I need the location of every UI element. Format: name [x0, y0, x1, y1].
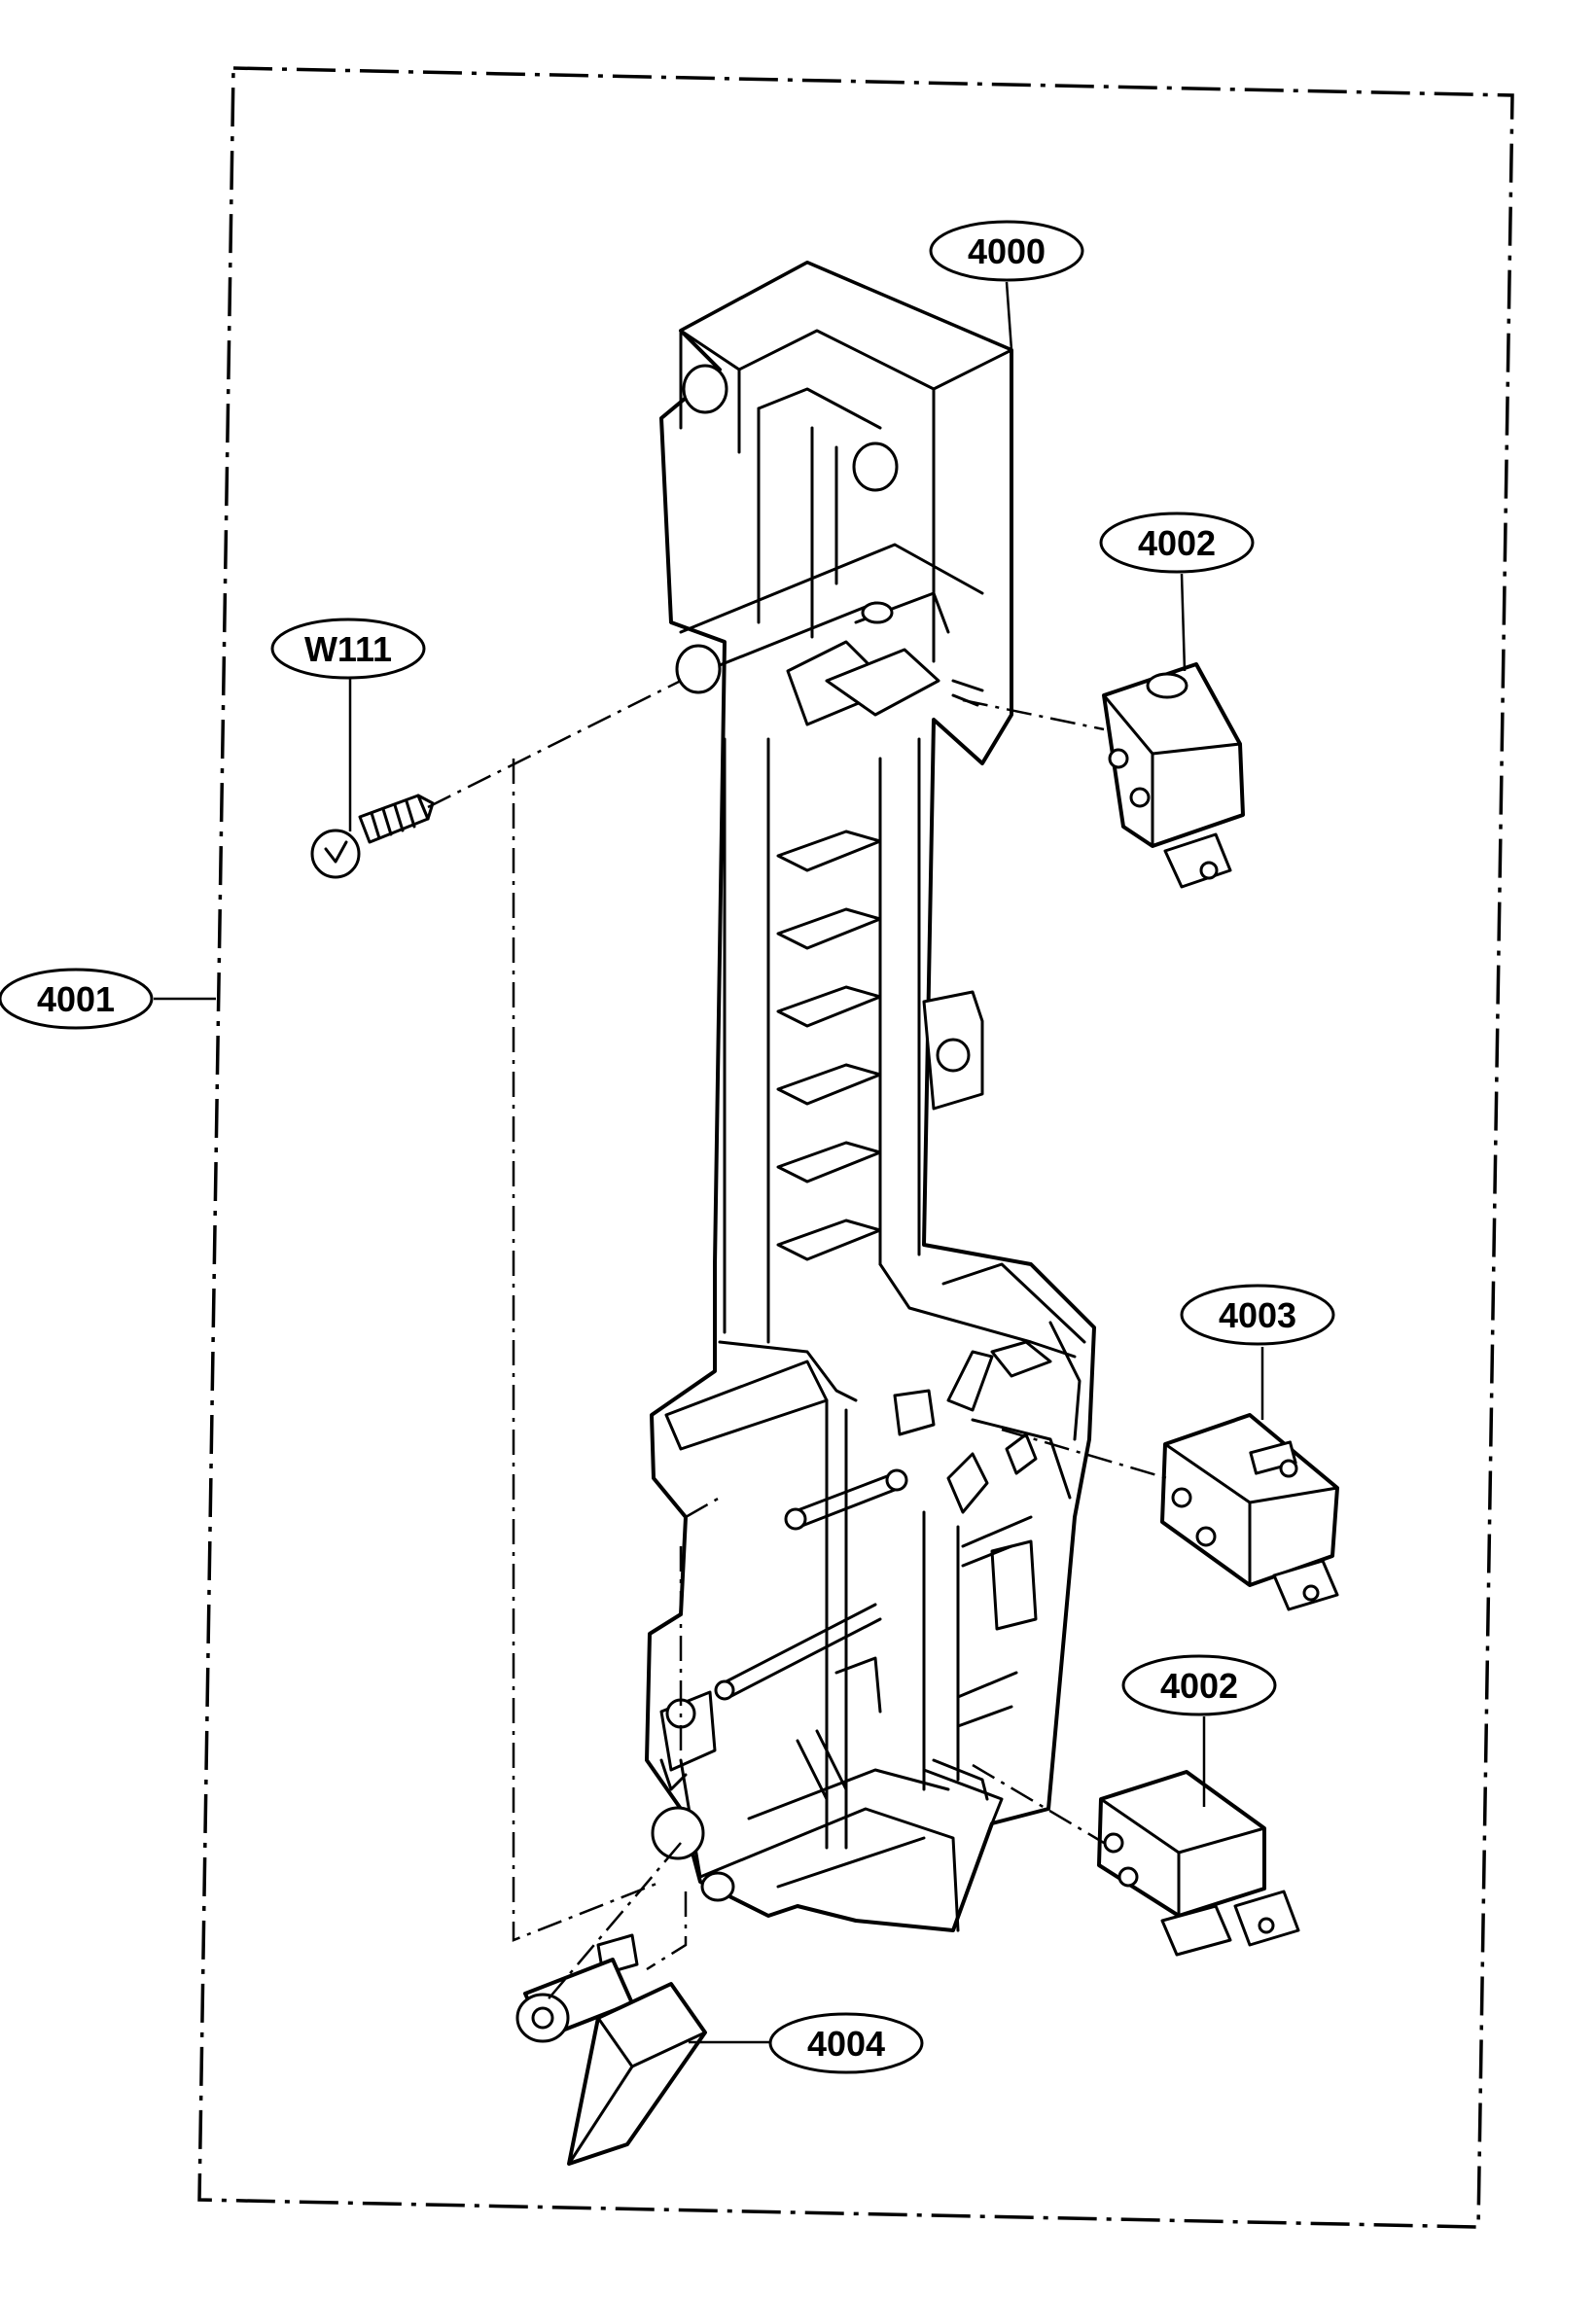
svg-text:4002: 4002: [1160, 1666, 1238, 1706]
callout-4002-bottom: 4002: [1121, 1654, 1277, 1807]
svg-text:4000: 4000: [968, 231, 1046, 271]
assembly-frame: [197, 66, 1514, 2229]
svg-text:4001: 4001: [37, 979, 115, 1019]
svg-text:4002: 4002: [1138, 523, 1216, 563]
svg-text:4004: 4004: [807, 2024, 885, 2064]
callout-w111: W111: [270, 618, 426, 831]
callout-4002-top: 4002: [1099, 512, 1255, 672]
switch-4003: [1160, 1413, 1339, 1611]
callout-4001: 4001: [0, 968, 216, 1030]
callout-4004: 4004: [689, 2012, 924, 2074]
switch-4002-bottom: [1097, 1770, 1300, 1957]
callout-4000: 4000: [929, 220, 1084, 351]
housing-slats: [776, 830, 882, 1261]
assembly-lines: [427, 679, 1168, 2004]
svg-text:4003: 4003: [1219, 1295, 1296, 1335]
callout-4003: 4003: [1180, 1284, 1335, 1420]
switch-4002-top: [1102, 662, 1245, 889]
lever-part: [515, 1933, 707, 2166]
svg-text:W111: W111: [304, 629, 392, 669]
latch-board-housing: [645, 261, 1096, 1932]
screw-part: [310, 794, 435, 879]
